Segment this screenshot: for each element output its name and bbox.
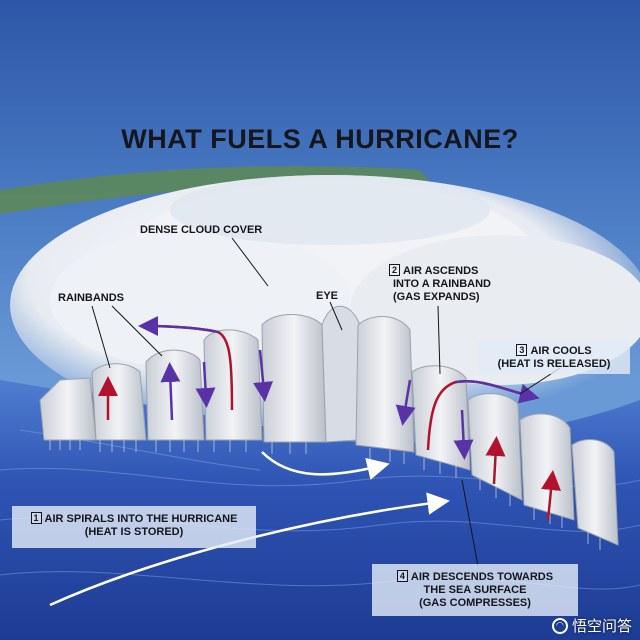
white-inflow-arrow-inner xyxy=(261,451,390,480)
leader-step-2 xyxy=(437,305,441,375)
red-ascend-arrow-right-2 xyxy=(485,436,506,485)
step-2-number: 2 xyxy=(389,264,400,276)
watermark-logo-icon: ◠ xyxy=(551,617,568,634)
leader-rainbands-1 xyxy=(91,305,111,369)
left-rainbands xyxy=(39,314,327,443)
step-3-number: 3 xyxy=(516,344,528,356)
step-4-line-3: (GAS COMPRESSES) xyxy=(419,597,531,609)
step-3-box xyxy=(478,340,630,374)
step-1-box xyxy=(12,506,256,548)
watermark: ◠ 悟空问答 xyxy=(551,615,632,636)
step-1-number: 1 xyxy=(30,512,42,524)
purple-arrow-left-1 xyxy=(160,362,181,421)
purple-descend-arrow-right-2 xyxy=(453,409,474,460)
step-3-line-1: AIR COOLS xyxy=(530,345,592,357)
step-4-box xyxy=(372,564,578,616)
step-2-line-2: INTO A RAINBAND xyxy=(393,278,491,290)
watermark-text: 悟空问答 xyxy=(571,617,632,635)
leader-eye xyxy=(329,301,343,331)
step-1-line-2: (HEAT IS STORED) xyxy=(84,526,184,538)
step-3-line-2: (HEAT IS RELEASED) xyxy=(497,358,611,370)
purple-descend-arrow-right-1 xyxy=(395,379,416,426)
leader-rainbands-2 xyxy=(111,305,163,357)
step-2-line-3: (GAS EXPANDS) xyxy=(393,291,480,303)
purple-descend-arrow-left-2 xyxy=(195,361,216,408)
step-1-line-1: AIR SPIRALS INTO THE HURRICANE xyxy=(44,513,238,525)
label-dense-cloud-cover: DENSE CLOUD COVER xyxy=(140,224,263,236)
leader-step-4 xyxy=(461,479,479,567)
red-ascend-arrow-right-3 xyxy=(541,470,561,521)
step-4-line-2: THE SEA SURFACE xyxy=(423,584,527,596)
label-eye: EYE xyxy=(316,290,339,302)
step-2-line-1: AIR ASCENDS xyxy=(403,265,479,277)
step-4-number: 4 xyxy=(396,570,408,582)
label-rainbands: RAINBANDS xyxy=(58,292,124,304)
leader-dense-cloud xyxy=(231,237,269,287)
purple-descend-arrow-left-3 xyxy=(253,349,274,402)
page-title: WHAT FUELS A HURRICANE? xyxy=(121,124,519,154)
step-4-line-1: AIR DESCENDS TOWARDS xyxy=(410,571,554,583)
